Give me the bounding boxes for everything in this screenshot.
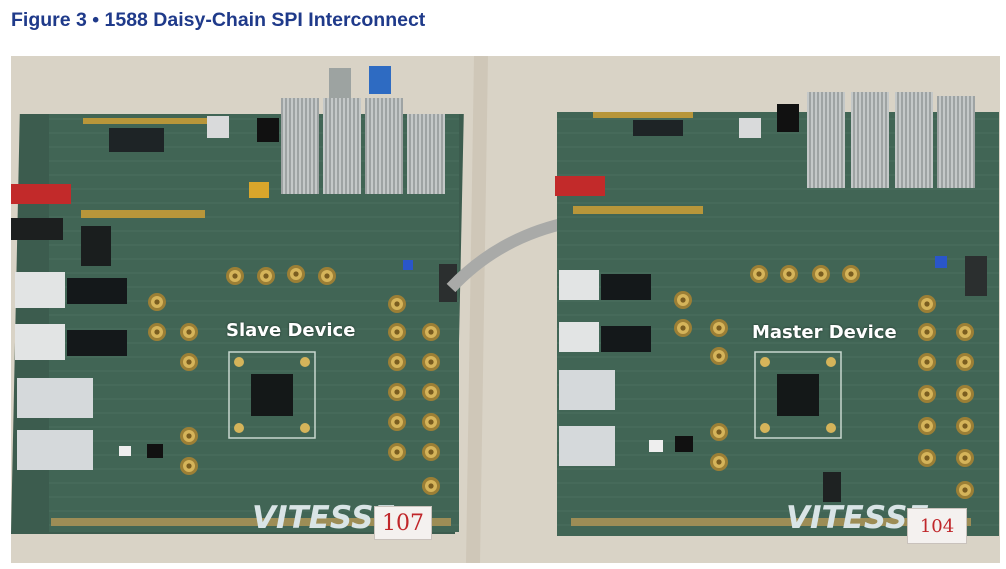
slave-device-label: Slave Device	[226, 320, 356, 341]
slave-brand-logo: VITESSE	[252, 500, 395, 536]
figure-title: Figure 3 • 1588 Daisy-Chain SPI Intercon…	[11, 9, 426, 31]
slave-board	[11, 66, 464, 534]
master-board	[555, 92, 999, 536]
photo-illustration	[11, 56, 1000, 563]
board-photo: Slave Device Master Device VITESSE VITES…	[11, 56, 1000, 563]
slave-board-tag: 107	[374, 506, 432, 540]
master-brand-logo: VITESSE	[786, 500, 929, 536]
master-board-tag: 104	[907, 508, 967, 544]
master-device-label: Master Device	[752, 322, 897, 343]
